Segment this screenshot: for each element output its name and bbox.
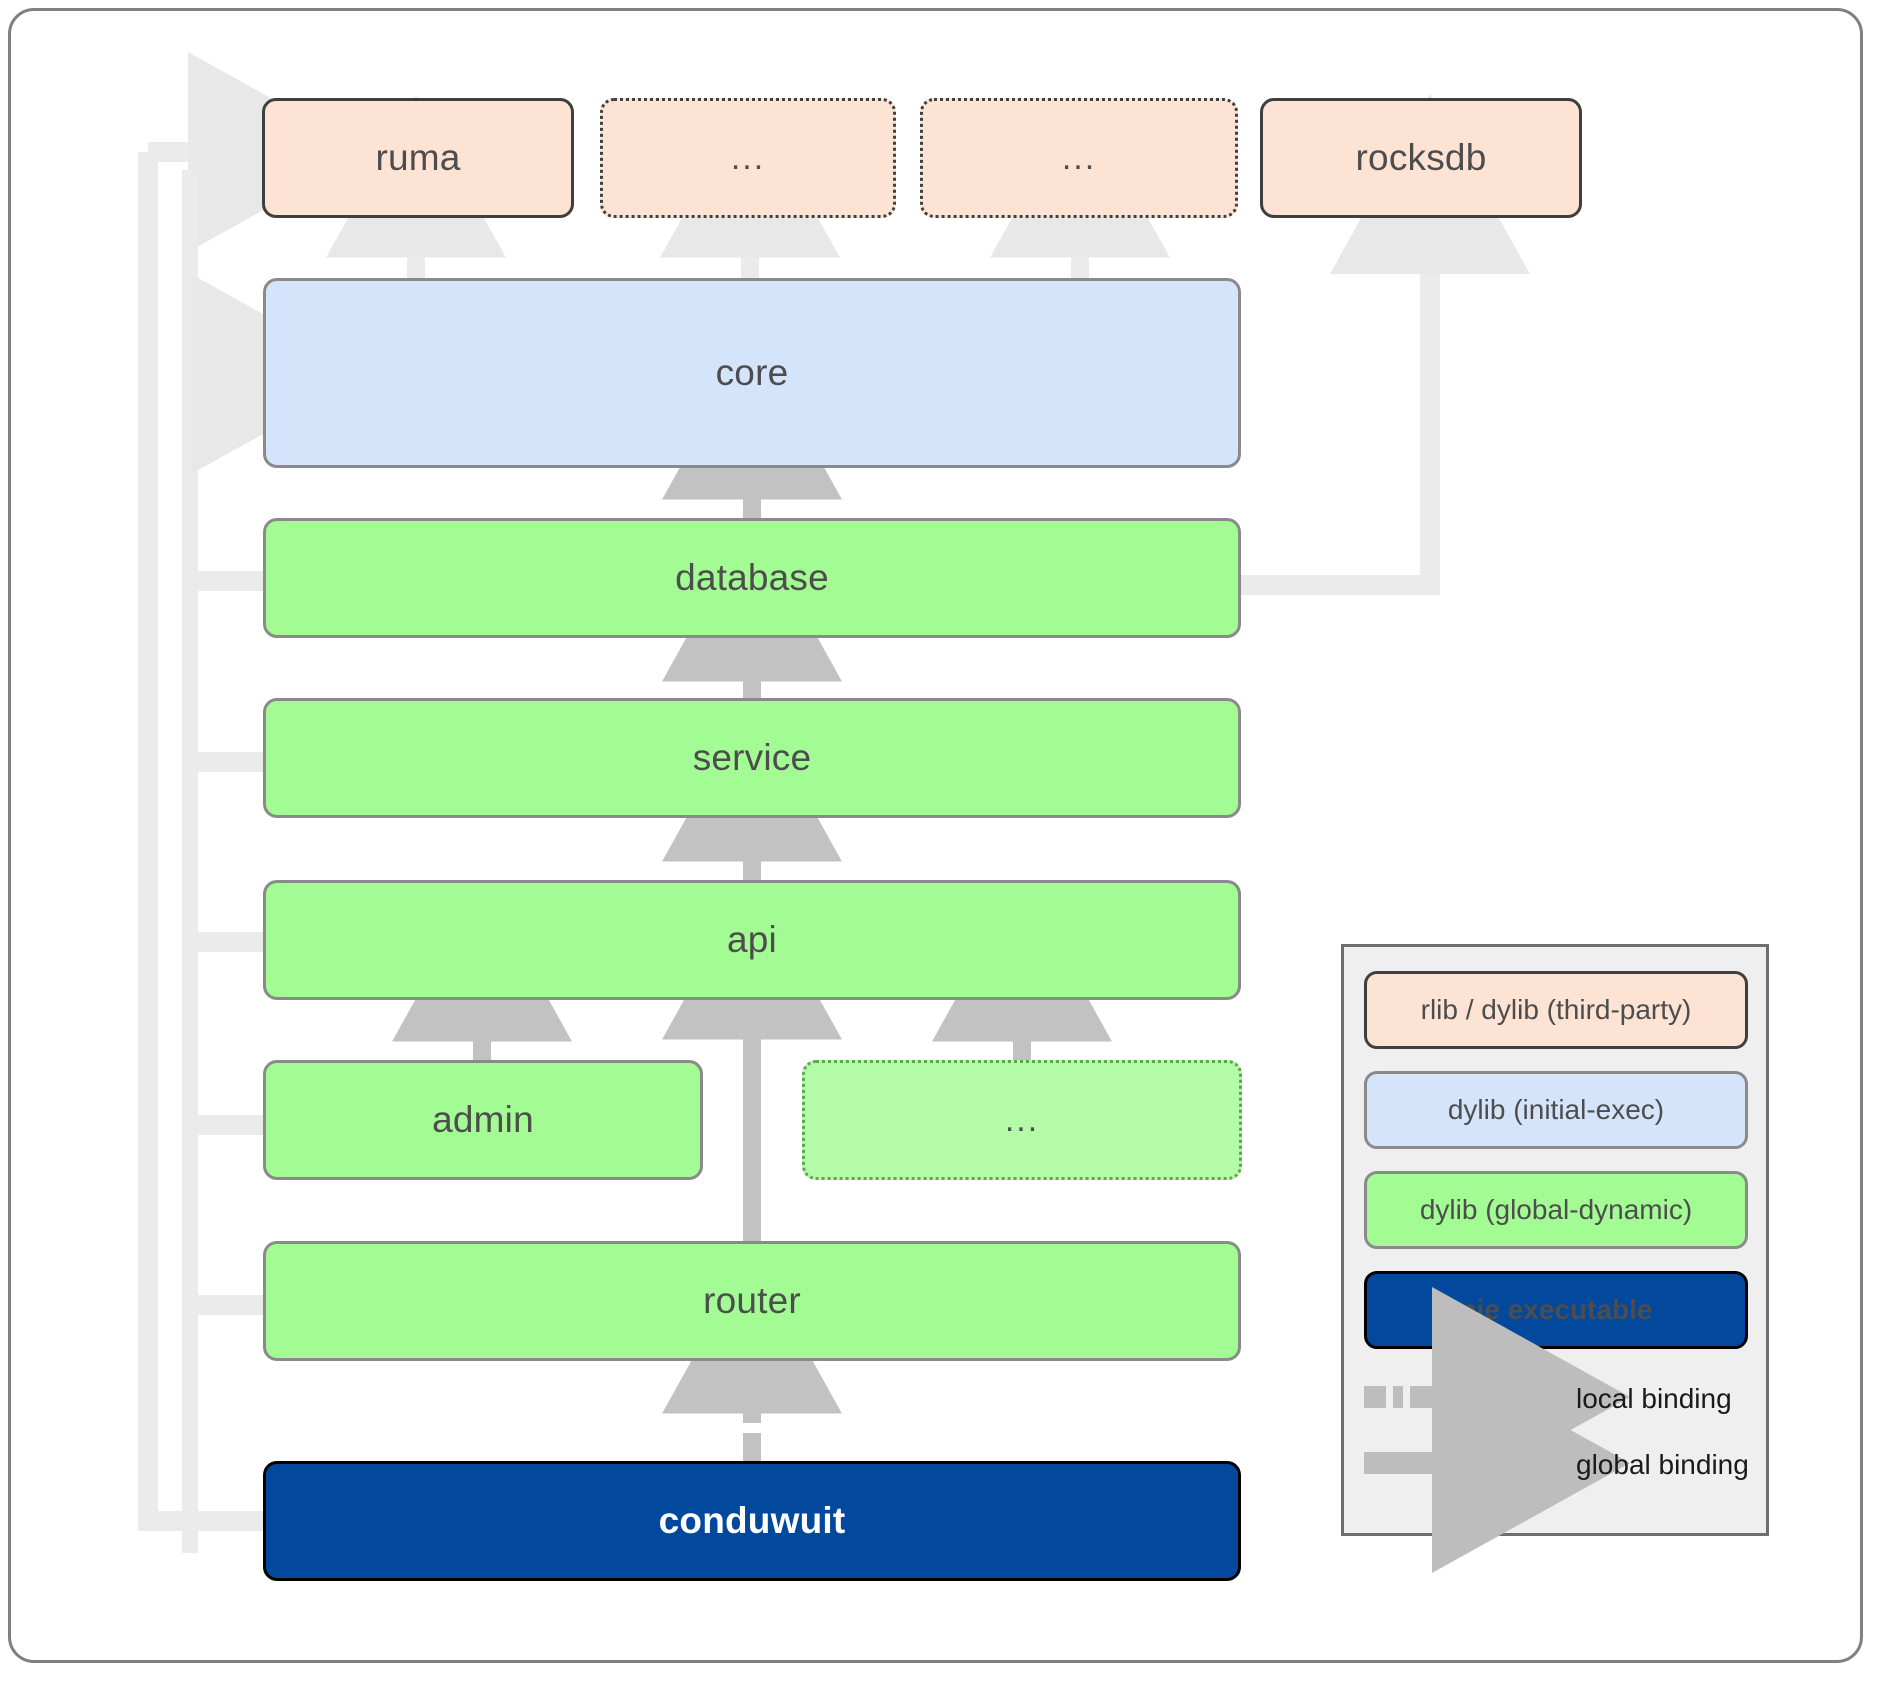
node-label: api <box>727 919 777 960</box>
node-rocksdb[interactable]: rocksdb <box>1260 98 1582 218</box>
legend-swatch-third-party: rlib / dylib (third-party) <box>1364 971 1748 1049</box>
legend-swatch-global-dynamic: dylib (global-dynamic) <box>1364 1171 1748 1249</box>
node-database[interactable]: database <box>263 518 1241 638</box>
legend-swatch-initial-exec: dylib (initial-exec) <box>1364 1071 1748 1149</box>
node-core[interactable]: core <box>263 278 1241 468</box>
node-api[interactable]: api <box>263 880 1241 1000</box>
legend-arrow-icons <box>1364 1287 1630 1573</box>
node-label: ... <box>1004 1100 1040 1139</box>
legend-label: dylib (global-dynamic) <box>1419 1194 1693 1225</box>
legend-label: rlib / dylib (third-party) <box>1420 994 1692 1025</box>
legend-label: pie executable <box>1459 1294 1653 1325</box>
node-router[interactable]: router <box>263 1241 1241 1361</box>
node-label: admin <box>432 1099 534 1140</box>
legend-panel: rlib / dylib (third-party) dylib (initia… <box>1341 944 1769 1573</box>
node-thirdparty-ellipsis-2[interactable]: ... <box>920 98 1238 218</box>
legend-swatch-pie-executable: pie executable <box>1364 1271 1748 1349</box>
node-label: rocksdb <box>1355 137 1487 178</box>
node-label: conduwuit <box>658 1500 846 1541</box>
node-conduwuit[interactable]: conduwuit <box>263 1461 1241 1581</box>
node-label: ... <box>1061 138 1097 177</box>
node-label: service <box>692 737 812 778</box>
node-label: router <box>703 1280 801 1321</box>
node-admin[interactable]: admin <box>263 1060 703 1180</box>
node-service[interactable]: service <box>263 698 1241 818</box>
node-label: ... <box>730 138 766 177</box>
node-label: core <box>715 352 789 393</box>
legend-label-global-binding: global binding <box>1576 1449 1749 1480</box>
legend-label: dylib (initial-exec) <box>1447 1094 1665 1125</box>
node-globaldynamic-ellipsis[interactable]: ... <box>802 1060 1242 1180</box>
node-ruma[interactable]: ruma <box>262 98 574 218</box>
legend-label-local-binding: local binding <box>1576 1383 1732 1414</box>
node-label: database <box>675 557 829 598</box>
node-thirdparty-ellipsis-1[interactable]: ... <box>600 98 896 218</box>
node-label: ruma <box>375 137 461 178</box>
